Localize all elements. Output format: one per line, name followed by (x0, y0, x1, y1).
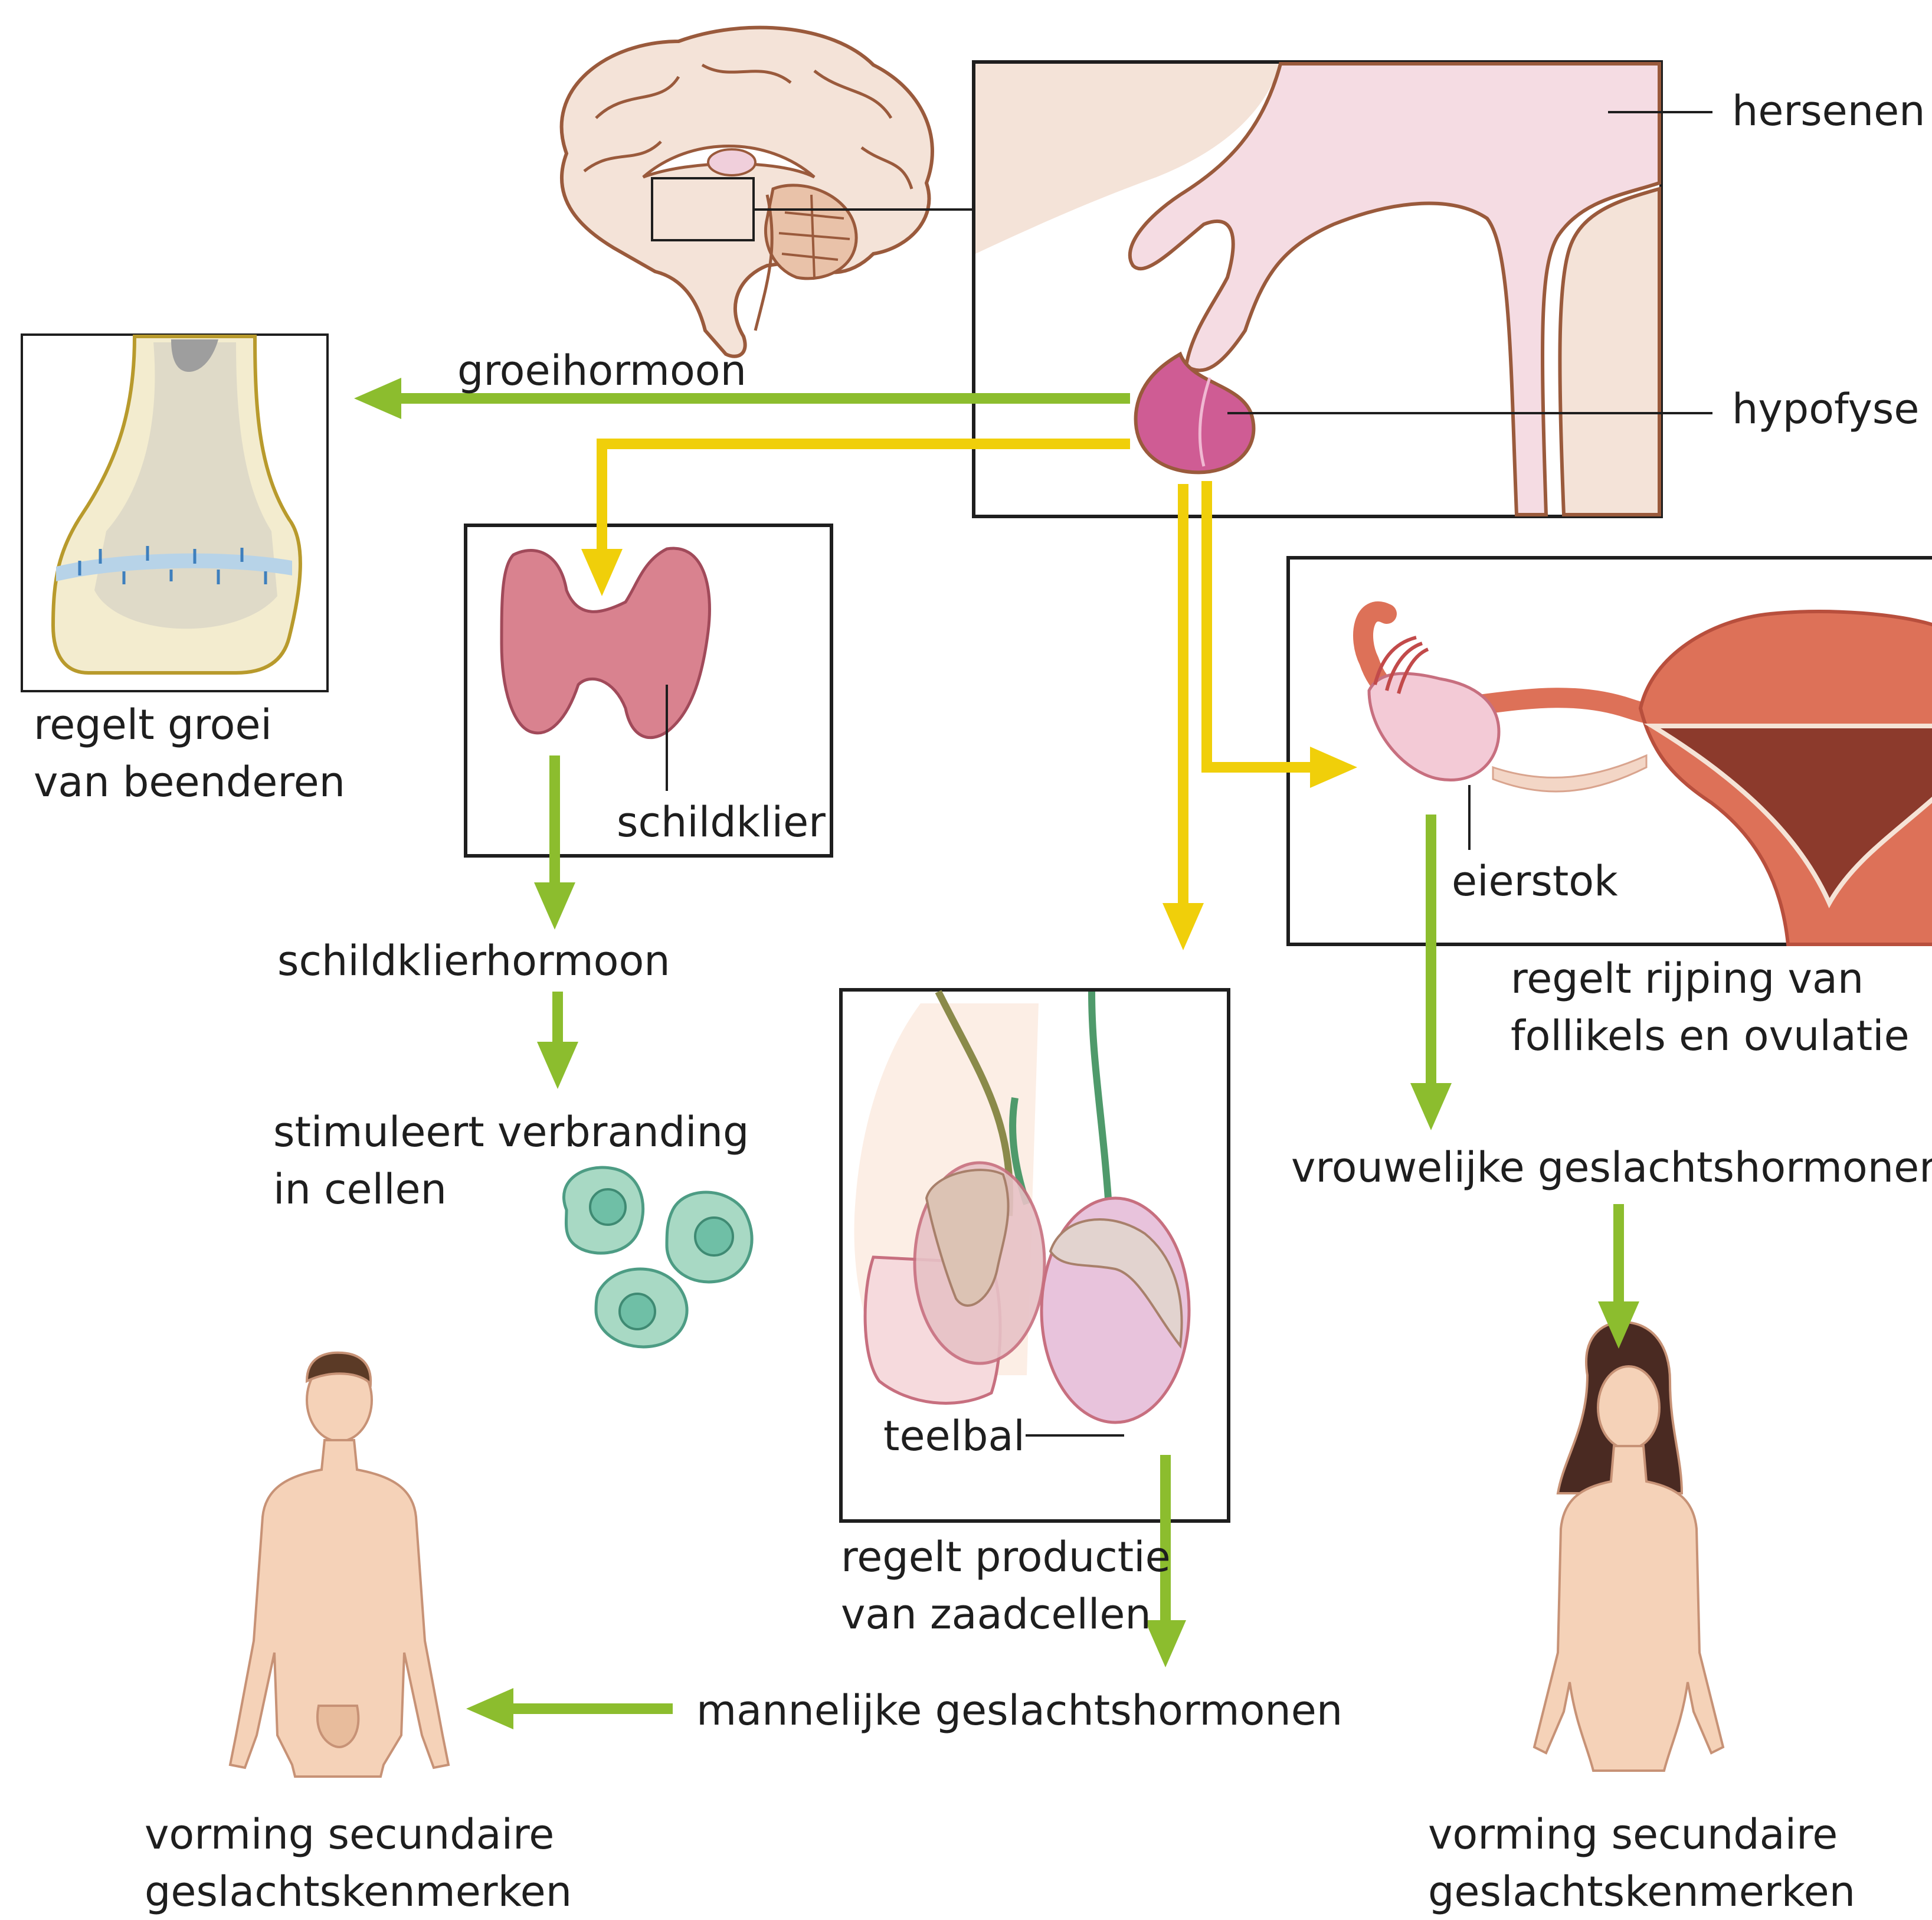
label-teelbal: teelbal (883, 1408, 1025, 1465)
bone-illustration (22, 335, 328, 691)
caption-testis-line-1: regelt productie (841, 1529, 1171, 1586)
caption-bone-line-1: regelt groei (34, 696, 345, 754)
brain-illustration (562, 28, 974, 356)
caption-ovary-line-2: follikels en ovulatie (1511, 1008, 1910, 1065)
caption-cells-line-1: stimuleert verbranding (273, 1104, 749, 1161)
caption-bone: regelt groei van beenderen (34, 696, 345, 810)
caption-male: vorming secundaire geslachtskenmerken (145, 1806, 572, 1920)
caption-ovary-line-1: regelt rijping van (1511, 950, 1910, 1008)
label-groeihormoon: groeihormoon (457, 342, 746, 400)
caption-male-line-2: geslachtskenmerken (145, 1863, 572, 1920)
label-hypofyse: hypofyse (1732, 381, 1919, 438)
caption-cells: stimuleert verbranding in cellen (273, 1104, 749, 1218)
label-schildklier: schildklier (617, 794, 826, 851)
female-figure (1534, 1322, 1723, 1771)
caption-male-line-1: vorming secundaire (145, 1806, 572, 1863)
caption-ovary: regelt rijping van follikels en ovulatie (1511, 950, 1910, 1064)
caption-female-line-2: geslachtskenmerken (1428, 1863, 1855, 1920)
label-vrouwelijke: vrouwelijke geslachtshormonen (1291, 1139, 1932, 1196)
caption-testis-line-2: van zaadcellen (841, 1586, 1171, 1643)
label-mannelijke: mannelijke geslachtshormonen (696, 1682, 1342, 1739)
label-schildklierhormoon: schildklierhormoon (277, 933, 670, 990)
caption-female: vorming secundaire geslachtskenmerken (1428, 1806, 1855, 1920)
caption-female-line-1: vorming secundaire (1428, 1806, 1855, 1863)
label-eierstok: eierstok (1452, 853, 1618, 910)
caption-bone-line-2: van beenderen (34, 754, 345, 811)
label-hersenen: hersenen (1732, 83, 1926, 140)
male-figure (230, 1353, 448, 1777)
caption-testis: regelt productie van zaadcellen (841, 1529, 1171, 1643)
caption-cells-line-2: in cellen (273, 1161, 749, 1218)
